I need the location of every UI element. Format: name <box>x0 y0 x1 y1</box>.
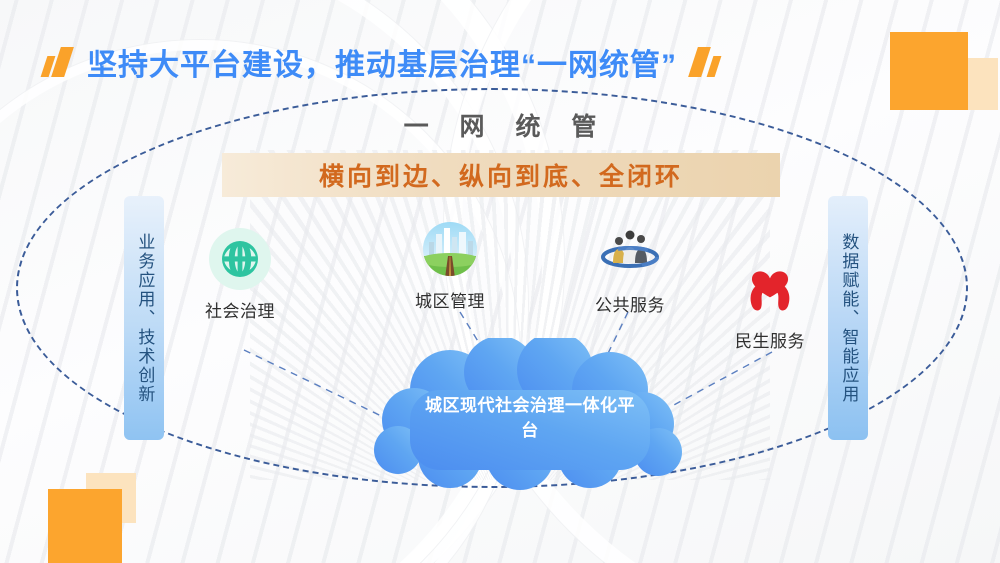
node-label: 公共服务 <box>595 296 665 315</box>
side-label-right-text: 数据赋能、智能应用 <box>839 232 859 404</box>
node-city-management[interactable]: 城区管理 <box>415 218 485 312</box>
node-public-service[interactable]: 公共服务 <box>595 222 665 316</box>
heart-hands-icon <box>739 258 801 320</box>
title-left-marker-icon <box>40 47 74 77</box>
banner-bar: 横向到边、纵向到底、全闭环 <box>222 153 780 197</box>
title-right-marker-icon <box>688 47 722 77</box>
people-ring-icon <box>599 222 661 284</box>
page-title: 坚持大平台建设，推动基层治理“一网统管” <box>87 49 677 82</box>
slide-title-row: 坚持大平台建设，推动基层治理“一网统管” <box>40 40 722 84</box>
side-label-left: 业务应用、技术创新 <box>124 196 164 440</box>
cloud-label: 城区现代社会治理一体化平台 <box>425 396 635 440</box>
globe-icon <box>209 228 271 290</box>
banner-text: 横向到边、纵向到底、全闭环 <box>318 163 683 191</box>
center-heading: 一 网 统 管 <box>403 113 609 141</box>
node-label: 民生服务 <box>735 332 805 351</box>
decor-square-solid-top-right <box>890 32 968 110</box>
node-label: 城区管理 <box>415 292 485 311</box>
central-cloud: 城区现代社会治理一体化平台 <box>370 332 690 490</box>
dashed-ellipse-outline <box>16 88 968 488</box>
node-social-governance[interactable]: 社会治理 <box>205 228 275 322</box>
cloud-shape-icon <box>374 332 682 490</box>
cityscape-icon <box>419 218 481 280</box>
node-label: 社会治理 <box>205 302 275 321</box>
side-label-left-text: 业务应用、技术创新 <box>135 232 155 404</box>
node-livelihood-service[interactable]: 民生服务 <box>735 258 805 352</box>
decor-square-solid-bottom-left <box>48 489 122 563</box>
side-label-right: 数据赋能、智能应用 <box>828 196 868 440</box>
